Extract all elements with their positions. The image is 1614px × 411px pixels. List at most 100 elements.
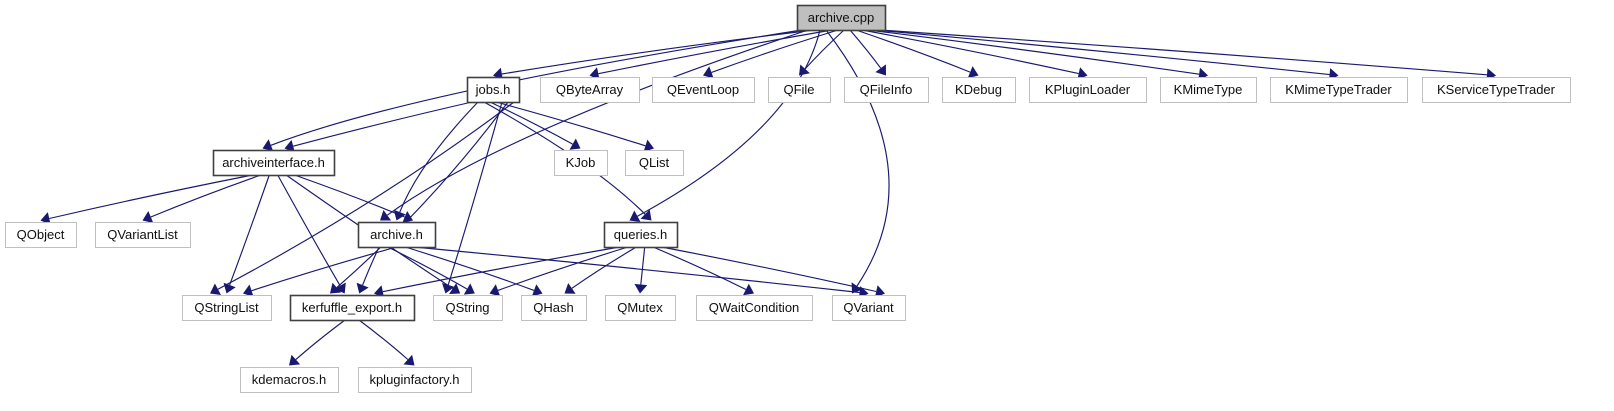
arrowhead-icon (851, 282, 863, 294)
node-box[interactable] (652, 77, 755, 103)
node-box[interactable] (1422, 77, 1571, 103)
node-label: KDebug (955, 82, 1002, 97)
graph-node-kerfuffle-export-h[interactable]: kerfuffle_export.h (289, 294, 416, 322)
arrowhead-icon (643, 139, 654, 152)
node-box[interactable] (554, 150, 608, 176)
arrowhead-icon (703, 66, 714, 79)
node-box[interactable] (768, 77, 831, 103)
arrowhead-icon (799, 64, 810, 76)
arrowhead-icon (1077, 67, 1088, 80)
graph-node-qlist[interactable]: QList (625, 150, 684, 176)
arrowhead-icon (356, 282, 369, 294)
graph-node-qmutex[interactable]: QMutex (605, 295, 676, 321)
arrowhead-icon (634, 283, 648, 294)
arrowhead-icon (334, 282, 346, 294)
graph-node-queries-h[interactable]: queries.h (603, 221, 679, 249)
node-label: jobs.h (475, 82, 511, 97)
graph-node-kdemacros-h[interactable]: kdemacros.h (240, 367, 339, 393)
arrowhead-icon (223, 282, 236, 294)
node-box[interactable] (212, 149, 336, 177)
graph-node-kdebug[interactable]: KDebug (942, 77, 1016, 103)
arrowhead-icon (210, 283, 221, 295)
node-label: archive.cpp (808, 10, 874, 25)
arrowhead-icon (564, 283, 576, 294)
graph-node-kjob[interactable]: KJob (554, 150, 608, 176)
arrowhead-icon (589, 67, 600, 81)
node-box[interactable] (603, 221, 679, 249)
node-box[interactable] (466, 76, 521, 104)
node-label: QString (445, 300, 489, 315)
dependency-edge (382, 246, 620, 293)
dependency-edge (637, 29, 821, 217)
node-label: KMimeType (1174, 82, 1243, 97)
arrowhead-icon (743, 283, 754, 296)
arrowhead-icon (380, 210, 392, 221)
node-box[interactable] (289, 294, 416, 322)
node-layer: archive.cpp jobs.h QByteArray QEventLoop QFi… (5, 4, 1571, 393)
graph-node-kservicetypetrader[interactable]: KServiceTypeTrader (1422, 77, 1571, 103)
dependency-edge (49, 174, 253, 220)
node-label: QVariantList (107, 227, 178, 242)
node-box[interactable] (696, 295, 813, 321)
graph-node-qstringlist[interactable]: QStringList (182, 295, 272, 321)
graph-node-archive-h[interactable]: archive.h (357, 221, 437, 249)
node-box[interactable] (796, 4, 887, 32)
dependency-edge (804, 29, 845, 70)
node-box[interactable] (625, 150, 684, 176)
node-box[interactable] (832, 295, 906, 321)
graph-node-kpluginloader[interactable]: KPluginLoader (1029, 77, 1147, 103)
node-box[interactable] (240, 367, 339, 393)
node-box[interactable] (358, 367, 472, 393)
arrowhead-icon (967, 66, 979, 79)
dependency-edge (358, 319, 409, 360)
node-box[interactable] (182, 295, 272, 321)
graph-node-qwaitcondition[interactable]: QWaitCondition (696, 295, 813, 321)
arrowhead-icon (289, 354, 301, 366)
graph-node-qbytearray[interactable]: QByteArray (540, 77, 640, 103)
dependency-edge (277, 174, 341, 286)
node-box[interactable] (540, 77, 640, 103)
graph-node-qvariantlist[interactable]: QVariantList (95, 222, 191, 248)
graph-node-jobs-h[interactable]: jobs.h (466, 76, 521, 104)
graph-node-qvariant[interactable]: QVariant (832, 295, 906, 321)
graph-node-qfileinfo[interactable]: QFileInfo (844, 77, 929, 103)
node-label: QVariant (843, 300, 894, 315)
dependency-edge (849, 29, 882, 69)
node-box[interactable] (942, 77, 1016, 103)
dependency-edge (413, 246, 860, 294)
node-label: QWaitCondition (709, 300, 800, 315)
graph-node-qfile[interactable]: QFile (768, 77, 831, 103)
node-box[interactable] (357, 221, 437, 249)
node-label: QStringList (194, 300, 259, 315)
node-box[interactable] (1029, 77, 1147, 103)
graph-node-archive-cpp[interactable]: archive.cpp (796, 4, 887, 32)
node-label: kpluginfactory.h (369, 372, 459, 387)
node-box[interactable] (1270, 77, 1408, 103)
node-box[interactable] (1160, 77, 1257, 103)
graph-node-qobject[interactable]: QObject (5, 222, 77, 248)
node-box[interactable] (605, 295, 676, 321)
dependency-edge (501, 29, 815, 75)
graph-node-kpluginfactory-h[interactable]: kpluginfactory.h (358, 367, 472, 393)
node-box[interactable] (95, 222, 191, 248)
graph-node-kmimetype[interactable]: KMimeType (1160, 77, 1257, 103)
dependency-edge (399, 101, 479, 213)
node-box[interactable] (844, 77, 929, 103)
arrowhead-icon (442, 283, 455, 294)
graph-node-archiveinterface-h[interactable]: archiveinterface.h (212, 149, 336, 177)
arrowhead-icon (403, 354, 415, 366)
node-box[interactable] (521, 295, 587, 321)
graph-node-kmimetypetrader[interactable]: KMimeTypeTrader (1270, 77, 1408, 103)
graph-node-qhash[interactable]: QHash (521, 295, 587, 321)
arrowhead-icon (463, 283, 475, 295)
node-label: QFile (783, 82, 814, 97)
graph-node-qeventloop[interactable]: QEventLoop (652, 77, 755, 103)
dependency-edge (855, 29, 971, 73)
edge-layer (40, 29, 1496, 366)
node-box[interactable] (5, 222, 77, 248)
dependency-edge (336, 101, 509, 289)
node-box[interactable] (433, 295, 503, 321)
dependency-edge (229, 174, 270, 286)
graph-node-qstring[interactable]: QString (433, 295, 503, 321)
arrowhead-icon (284, 139, 295, 153)
